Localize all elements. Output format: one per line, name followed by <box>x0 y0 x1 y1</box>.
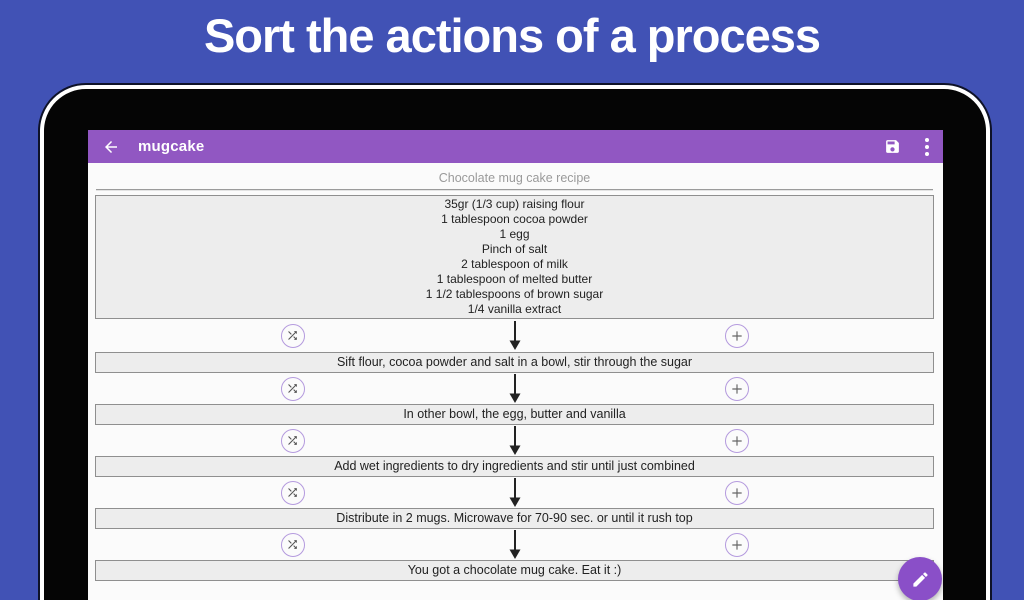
shuffle-button[interactable] <box>280 323 305 348</box>
ingredient-line: 1/4 vanilla extract <box>467 302 562 316</box>
step-item[interactable]: Sift flour, cocoa powder and salt in a b… <box>95 352 934 373</box>
arrow-left-icon <box>102 138 120 156</box>
arrow-down-icon <box>507 374 523 403</box>
add-step-button[interactable] <box>724 376 749 401</box>
back-button[interactable] <box>102 138 120 156</box>
overflow-menu-button[interactable] <box>925 137 929 156</box>
plus-icon <box>731 487 742 498</box>
connector-row <box>95 319 934 352</box>
shuffle-button[interactable] <box>280 532 305 557</box>
arrow-down-icon <box>507 530 523 559</box>
connector-row <box>95 477 934 508</box>
shuffle-icon <box>288 331 297 340</box>
add-step-button[interactable] <box>724 323 749 348</box>
app-screen: mugcake Chocolate mug cake recipe 35gr (… <box>88 130 943 600</box>
plus-icon <box>731 383 742 394</box>
save-icon <box>884 138 901 155</box>
shuffle-button[interactable] <box>280 376 305 401</box>
more-vert-icon <box>925 137 929 156</box>
arrow-down-icon <box>507 321 523 350</box>
arrow-down-icon <box>507 478 523 507</box>
ingredients-block[interactable]: 35gr (1/3 cup) raising flour 1 tablespoo… <box>95 195 934 319</box>
step-item[interactable]: You got a chocolate mug cake. Eat it :) <box>95 560 934 581</box>
ingredient-line: 1 tablespoon of melted butter <box>436 272 593 286</box>
recipe-title: Chocolate mug cake recipe <box>438 171 591 185</box>
plus-icon <box>731 539 742 550</box>
connector-row <box>95 425 934 456</box>
save-button[interactable] <box>884 138 901 155</box>
add-step-button[interactable] <box>724 428 749 453</box>
ingredient-line: Pinch of salt <box>481 242 548 256</box>
shuffle-icon <box>288 384 297 393</box>
app-toolbar: mugcake <box>88 130 943 163</box>
step-item[interactable]: Add wet ingredients to dry ingredients a… <box>95 456 934 477</box>
shuffle-button[interactable] <box>280 428 305 453</box>
ingredient-line: 2 tablespoon of milk <box>461 257 568 271</box>
step-item[interactable]: Distribute in 2 mugs. Microwave for 70-9… <box>95 508 934 529</box>
header-divider <box>96 189 933 190</box>
add-step-button[interactable] <box>724 480 749 505</box>
arrow-down-icon <box>507 426 523 455</box>
recipe-content: Chocolate mug cake recipe 35gr (1/3 cup)… <box>88 163 943 581</box>
toolbar-title: mugcake <box>138 138 205 155</box>
shuffle-icon <box>288 488 297 497</box>
shuffle-icon <box>288 540 297 549</box>
ingredient-line: 1 tablespoon cocoa powder <box>441 212 588 226</box>
ingredient-line: 35gr (1/3 cup) raising flour <box>444 197 585 211</box>
edit-pencil-icon <box>912 571 928 587</box>
connector-row <box>95 373 934 404</box>
ingredient-line: 1 egg <box>499 227 530 241</box>
plus-icon <box>731 435 742 446</box>
page-title: Sort the actions of a process <box>203 9 821 62</box>
add-step-button[interactable] <box>724 532 749 557</box>
ingredient-line: 1 1/2 tablespoons of brown sugar <box>425 287 604 301</box>
shuffle-icon <box>288 436 297 445</box>
connector-row <box>95 529 934 560</box>
shuffle-button[interactable] <box>280 480 305 505</box>
edit-fab-button[interactable] <box>898 557 942 600</box>
step-item[interactable]: In other bowl, the egg, butter and vanil… <box>95 404 934 425</box>
plus-icon <box>731 330 742 341</box>
